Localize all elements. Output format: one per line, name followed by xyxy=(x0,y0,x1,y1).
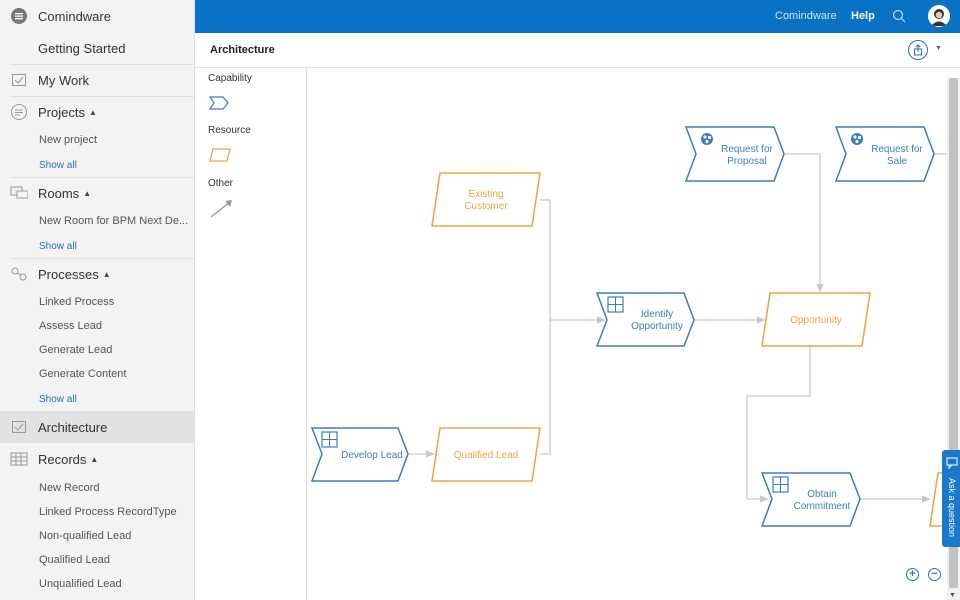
app-menu[interactable]: Comindware xyxy=(0,0,194,32)
ask-question-label: Ask a question xyxy=(947,478,957,538)
sidebar-subitem[interactable]: Qualified Lead xyxy=(39,554,110,566)
resource-label: Opportunity xyxy=(790,315,842,326)
sidebar-subitem[interactable]: Linked Process RecordType xyxy=(39,506,177,518)
external-icon xyxy=(851,133,863,145)
menu-icon xyxy=(10,7,28,25)
page-title: Architecture xyxy=(210,44,275,56)
chat-icon xyxy=(946,457,958,469)
sidebar: Comindware Getting Started My Work Proje… xyxy=(0,0,195,600)
shape-palette: Capability Resource Other xyxy=(195,68,307,600)
resource-qualified-lead[interactable]: Qualified Lead xyxy=(431,427,541,482)
resource-label: Qualified Lead xyxy=(454,450,519,461)
sidebar-item-records[interactable]: Records▲ xyxy=(0,443,194,475)
sidebar-item-getting-started[interactable]: Getting Started xyxy=(38,40,126,56)
share-button[interactable] xyxy=(908,40,928,60)
rooms-show-all-link[interactable]: Show all xyxy=(39,240,77,252)
search-icon[interactable] xyxy=(892,9,906,23)
top-bar: Comindware Help xyxy=(195,0,960,33)
capability-develop-lead[interactable]: Develop Lead xyxy=(310,427,409,482)
sidebar-subitem[interactable]: Linked Process xyxy=(39,296,115,308)
share-icon xyxy=(914,44,922,56)
chat-icon xyxy=(10,184,28,202)
avatar[interactable] xyxy=(928,5,950,27)
palette-label-resource: Resource xyxy=(208,125,251,136)
sidebar-subitem[interactable]: New Room for BPM Next De... xyxy=(39,215,189,227)
scroll-down-arrow[interactable]: ▼ xyxy=(949,592,956,599)
capability-shape-tool[interactable] xyxy=(209,96,229,110)
processes-show-all-link[interactable]: Show all xyxy=(39,393,77,405)
connector-tool[interactable] xyxy=(209,198,235,220)
sidebar-item-my-work[interactable]: My Work xyxy=(0,64,194,96)
expand-icon xyxy=(321,431,338,448)
sidebar-subitem[interactable]: Non-qualified Lead xyxy=(39,530,132,542)
help-link[interactable]: Help xyxy=(851,10,875,22)
capability-label: Develop Lead xyxy=(341,450,403,461)
projects-icon xyxy=(10,103,28,121)
brand-link[interactable]: Comindware xyxy=(775,10,837,22)
table-icon xyxy=(10,450,28,468)
sidebar-subitem[interactable]: Generate Lead xyxy=(39,344,113,356)
chevron-down-icon[interactable]: ▼ xyxy=(935,45,942,52)
ask-question-tab[interactable] xyxy=(942,450,960,547)
external-icon xyxy=(701,133,713,145)
inbox-icon xyxy=(10,71,28,89)
architecture-icon xyxy=(10,418,28,436)
sidebar-subitem[interactable]: New Record xyxy=(39,482,100,494)
sidebar-subitem[interactable]: Unqualified Lead xyxy=(39,578,122,590)
sidebar-subitem[interactable]: Generate Content xyxy=(39,368,127,380)
resource-shape-tool[interactable] xyxy=(209,148,231,162)
sidebar-subitem[interactable]: New project xyxy=(39,134,98,146)
palette-label-capability: Capability xyxy=(208,73,252,84)
projects-show-all-link[interactable]: Show all xyxy=(39,159,77,171)
resource-opportunity[interactable]: Opportunity xyxy=(761,292,871,347)
scrollbar-thumb[interactable] xyxy=(949,78,958,588)
sidebar-item-projects[interactable]: Projects▲ xyxy=(0,96,194,128)
sidebar-item-architecture[interactable]: Architecture xyxy=(0,411,194,443)
expand-icon xyxy=(772,476,789,493)
process-icon xyxy=(10,265,28,283)
palette-label-other: Other xyxy=(208,178,234,189)
sidebar-item-processes[interactable]: Processes▲ xyxy=(0,258,194,290)
title-bar: Architecture ▼ xyxy=(195,33,960,68)
zoom-in-button[interactable]: + xyxy=(906,568,919,581)
sidebar-subitem[interactable]: Assess Lead xyxy=(39,320,102,332)
app-name: Comindware xyxy=(38,8,111,24)
sidebar-item-rooms[interactable]: Rooms▲ xyxy=(0,177,194,209)
zoom-out-button[interactable]: − xyxy=(928,568,941,581)
expand-icon xyxy=(607,296,624,313)
